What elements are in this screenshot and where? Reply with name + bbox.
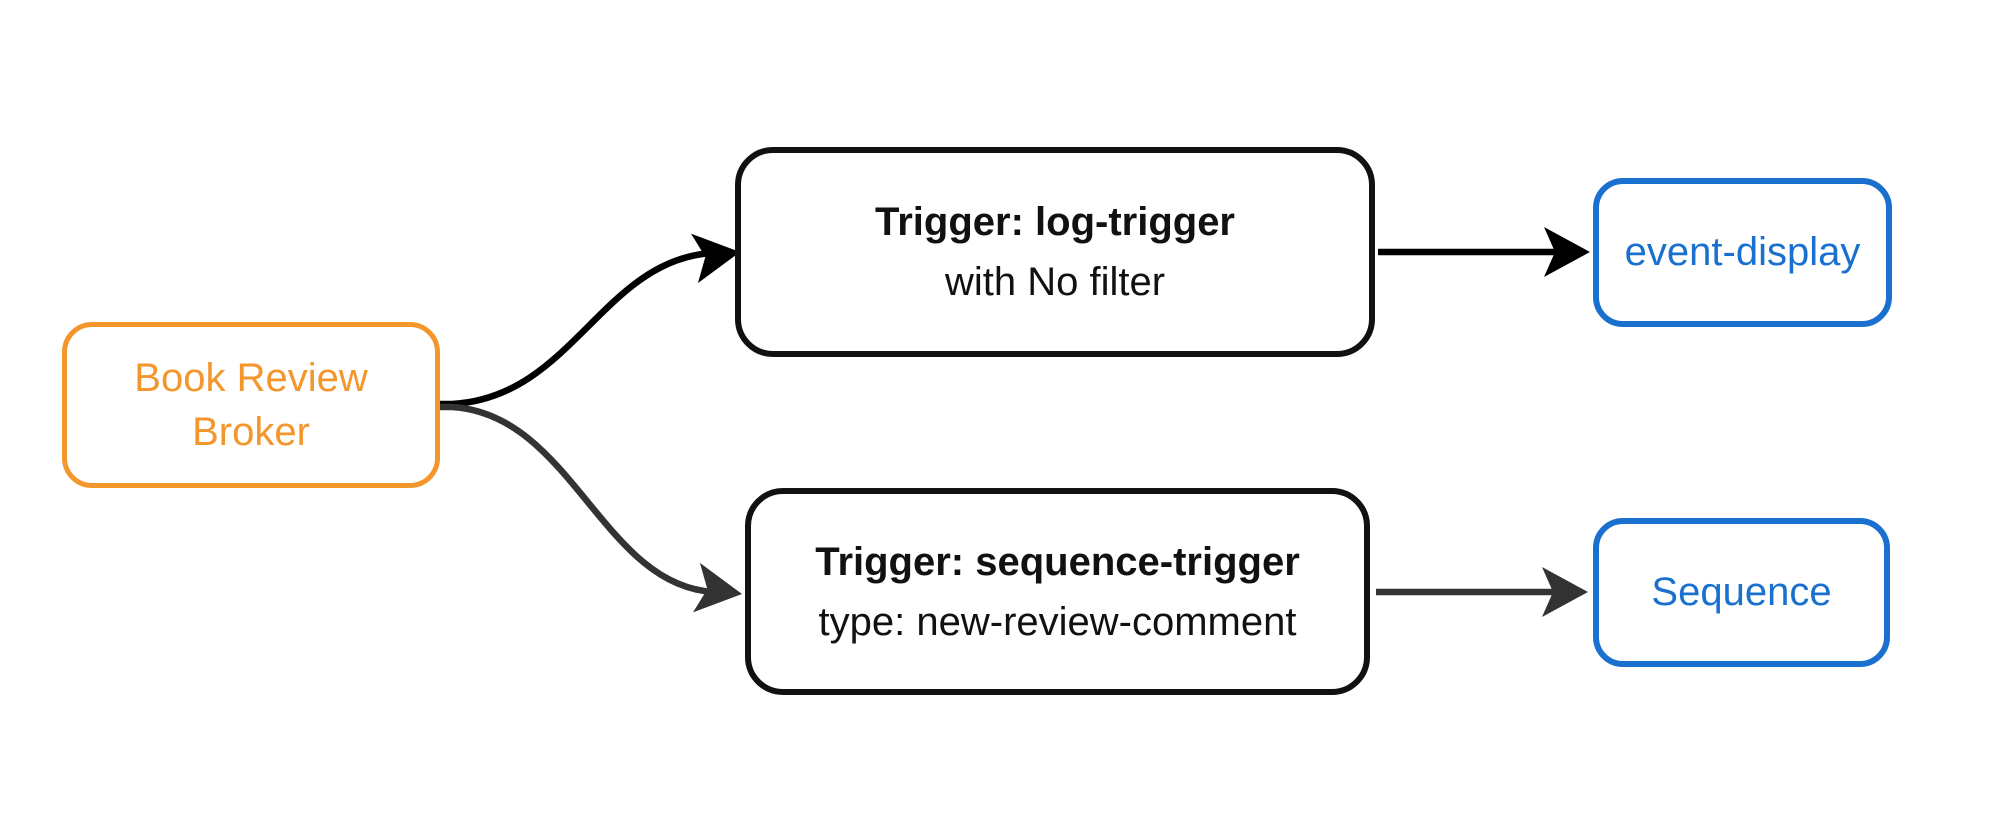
arrowhead [692, 562, 742, 613]
arrowhead [690, 233, 740, 284]
node-sequence-label: Sequence [1651, 570, 1832, 614]
node-book-review-broker-label: Book Review Broker [134, 356, 368, 454]
node-sequence: Sequence [1593, 518, 1890, 667]
node-sequence-trigger-title: Trigger: sequence-trigger [815, 539, 1300, 584]
node-log-trigger-subtitle: with No filter [944, 260, 1166, 304]
node-log-trigger-title: Trigger: log-trigger [875, 200, 1235, 244]
edge-log-trigger-to-event-display [1378, 227, 1590, 277]
edge-broker-to-log-trigger [436, 233, 740, 408]
node-book-review-broker: Book Review Broker [62, 322, 440, 488]
arrowhead [1544, 227, 1590, 277]
edge-sequence-trigger-to-sequence [1376, 567, 1588, 617]
node-sequence-trigger: Trigger: sequence-trigger type: new-revi… [745, 488, 1370, 695]
edge-broker-to-sequence-trigger [436, 403, 742, 613]
node-log-trigger: Trigger: log-trigger with No filter [735, 147, 1375, 357]
node-sequence-trigger-subtitle: type: new-review-comment [818, 599, 1297, 644]
node-event-display: event-display [1593, 178, 1892, 327]
node-event-display-label: event-display [1624, 230, 1861, 274]
arrowhead [1542, 567, 1588, 617]
